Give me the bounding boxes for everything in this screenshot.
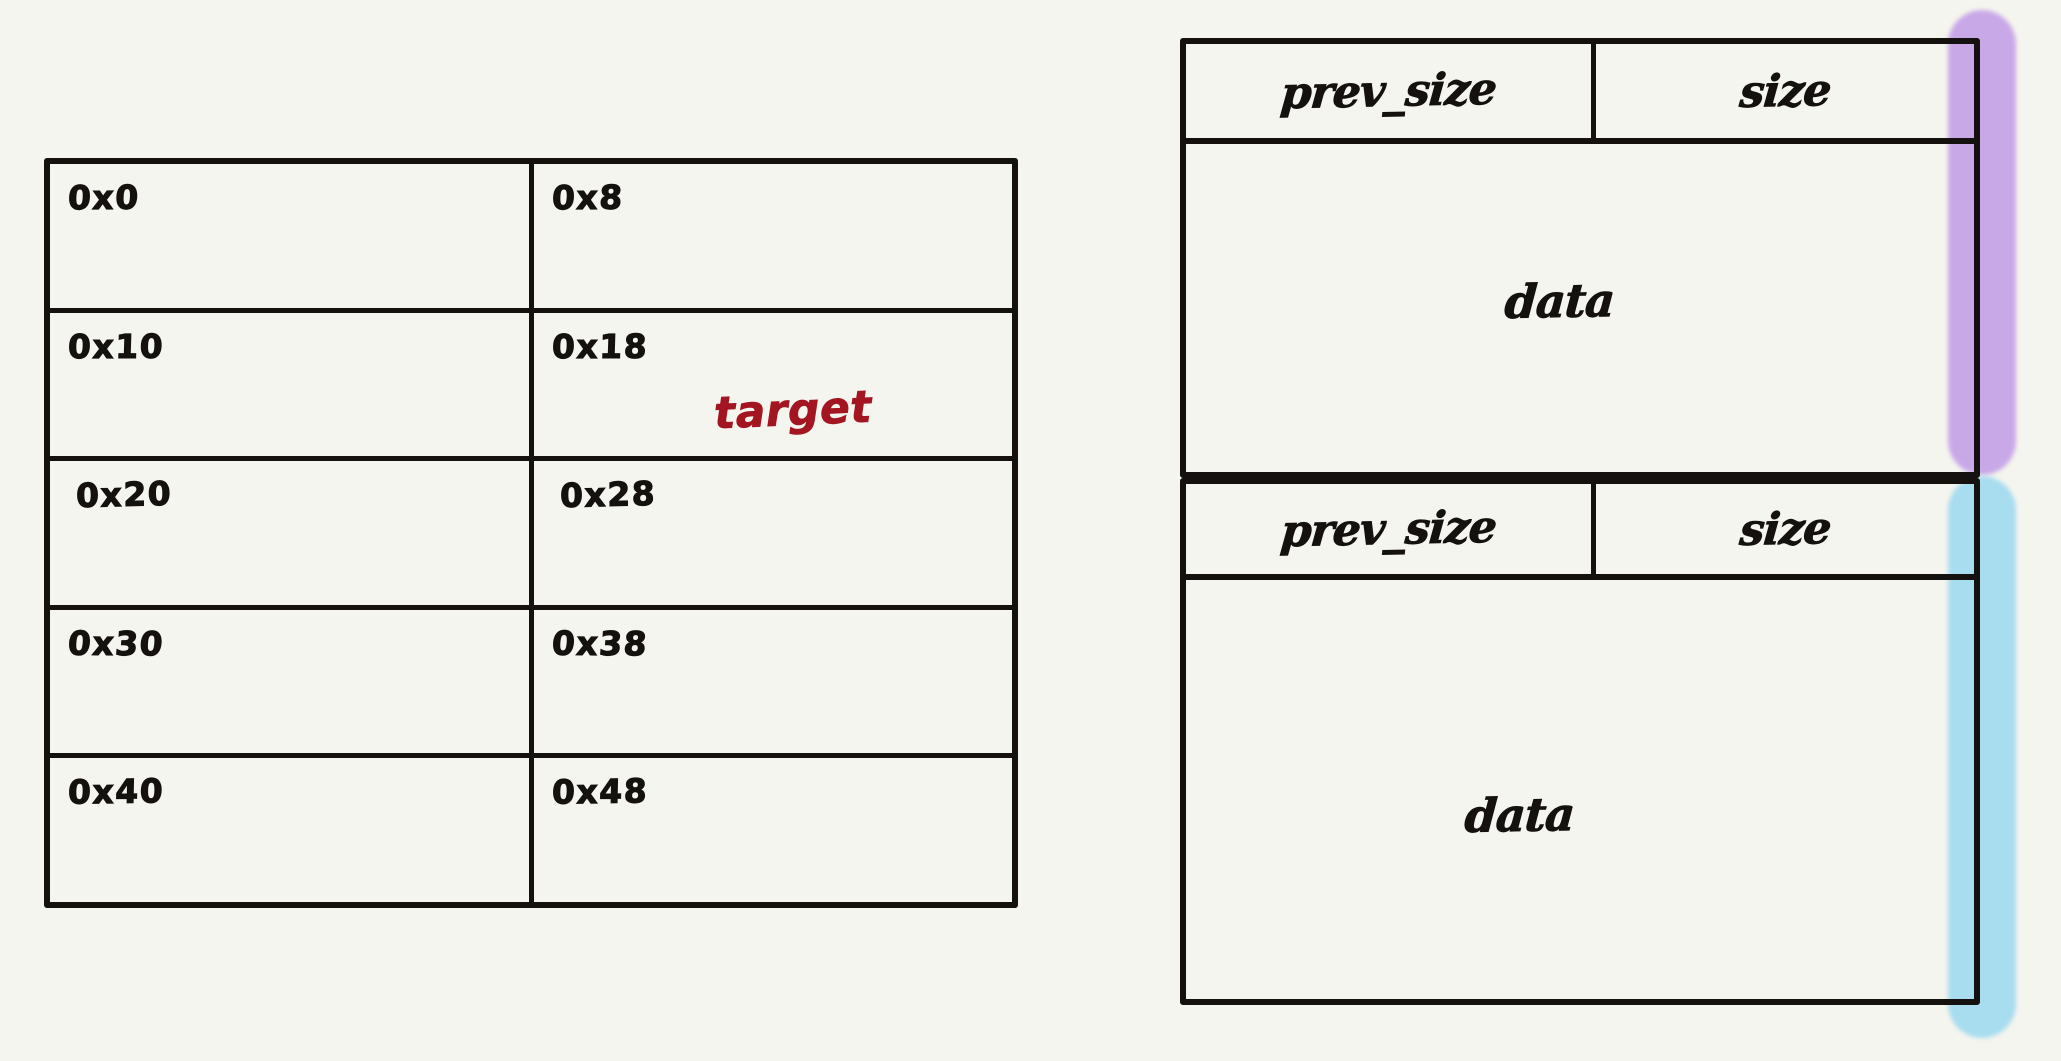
memory-cell: 0x0 <box>50 164 534 308</box>
table-row: 0x30 0x38 <box>50 609 1013 759</box>
memory-cell: 0x10 <box>50 312 534 457</box>
memory-cell: 0x20 <box>50 461 534 605</box>
chunk-header: prev_size size <box>1186 44 1974 144</box>
memory-cell: 0x28 <box>534 461 1013 605</box>
address-label: 0x10 <box>67 326 166 366</box>
memory-address-table: 0x0 0x8 0x10 0x18 target 0x20 0x28 <box>44 158 1018 908</box>
address-label: 0x0 <box>67 177 142 218</box>
memory-cell: 0x48 <box>534 758 1013 902</box>
prev-size-cell: prev_size <box>1186 484 1596 574</box>
table-row: 0x0 0x8 <box>50 164 1012 313</box>
table-row: 0x40 0x48 <box>50 758 1012 902</box>
address-label: 0x28 <box>559 473 657 516</box>
address-label: 0x20 <box>75 473 173 516</box>
prev-size-label: prev_size <box>1278 501 1498 558</box>
chunk-body: data <box>1186 144 1974 478</box>
size-label: size <box>1737 502 1833 556</box>
address-label: 0x18 <box>550 326 649 366</box>
table-row: 0x20 0x28 <box>50 461 1012 610</box>
address-label: 0x8 <box>550 177 625 218</box>
data-label: data <box>1463 786 1577 843</box>
heap-chunk-second: prev_size size data <box>1180 478 1980 1005</box>
memory-cell: 0x40 <box>50 758 534 902</box>
address-label: 0x48 <box>551 771 649 813</box>
chunk-header: prev_size size <box>1186 484 1974 580</box>
address-label: 0x40 <box>67 771 165 813</box>
address-label: 0x38 <box>549 623 650 664</box>
prev-size-cell: prev_size <box>1186 44 1596 138</box>
prev-size-label: prev_size <box>1278 63 1498 120</box>
size-cell: size <box>1596 44 1974 138</box>
address-label: 0x30 <box>66 623 166 664</box>
size-cell: size <box>1596 484 1974 574</box>
memory-cell-target: 0x18 target <box>534 313 1013 457</box>
data-label: data <box>1503 273 1617 330</box>
heap-chunk-diagram: prev_size size data prev_size size dat <box>1180 10 2016 1038</box>
heap-chunk-first: prev_size size data <box>1180 38 1980 478</box>
memory-cell: 0x38 <box>534 610 1013 754</box>
memory-cell: 0x8 <box>534 164 1013 308</box>
target-annotation: target <box>712 381 873 440</box>
size-label: size <box>1737 64 1833 118</box>
table-row: 0x10 0x18 target <box>50 312 1013 462</box>
memory-cell: 0x30 <box>50 609 534 754</box>
chunk-body: data <box>1186 580 1974 1005</box>
